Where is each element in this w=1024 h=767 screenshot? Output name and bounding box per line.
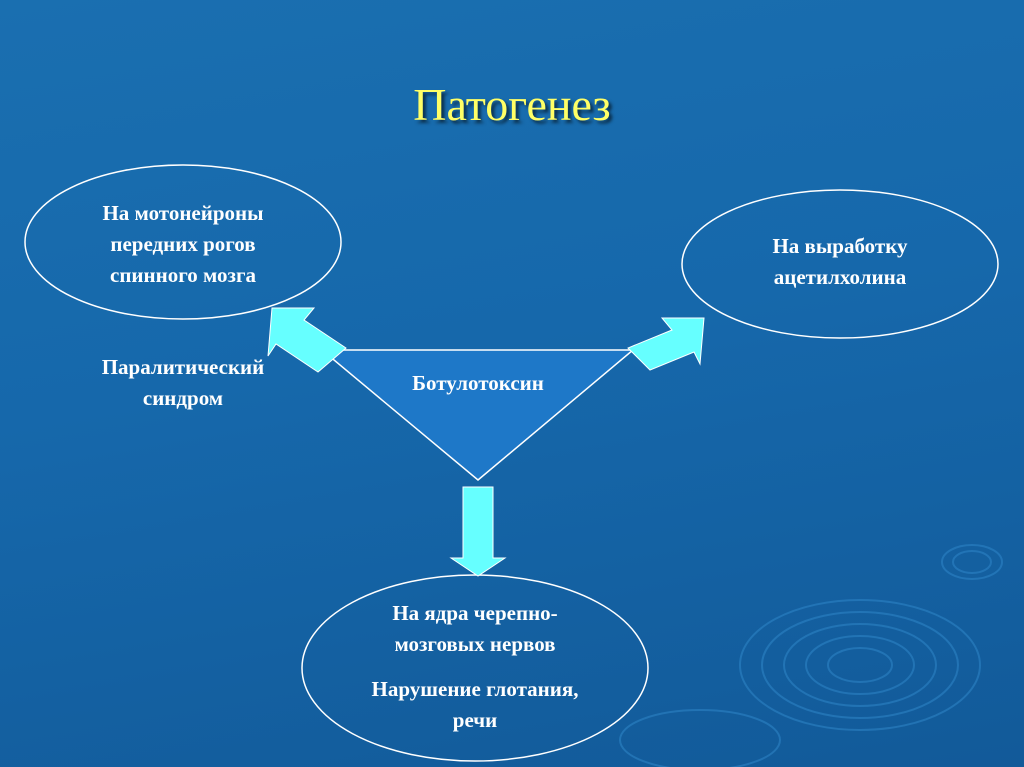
node-motoneurons-line2: передних рогов [110,232,256,256]
node-oval-cranial-nerves [301,574,649,762]
effect-paralytic-line2: синдром [142,386,224,410]
center-label: Ботулотоксин [412,371,544,395]
arrow-to-cranial-nerves [449,486,507,577]
effect-swallowing-line1: Нарушение глотания, [371,677,579,701]
effect-paralytic-line1: Паралитический [101,355,265,379]
center-triangle [319,349,636,481]
node-cranial-nerves-line1: На ядра черепно- [392,601,558,625]
node-acetylcholine-line1: На выработку [772,234,908,258]
node-motoneurons-line1: На мотонейроны [102,201,264,225]
node-acetylcholine-line2: ацетилхолина [773,265,907,289]
arrow-to-motoneurons [267,307,347,373]
node-oval-acetylcholine [681,189,999,339]
slide-title: Патогенез [413,79,611,130]
arrow-to-acetylcholine [627,317,705,371]
node-motoneurons-line3: спинного мозга [110,263,256,287]
effect-swallowing-line2: речи [452,708,498,732]
node-oval-motoneurons [24,164,342,320]
ripple-decoration [619,544,1003,767]
node-cranial-nerves-line2: мозговых нервов [394,632,556,656]
